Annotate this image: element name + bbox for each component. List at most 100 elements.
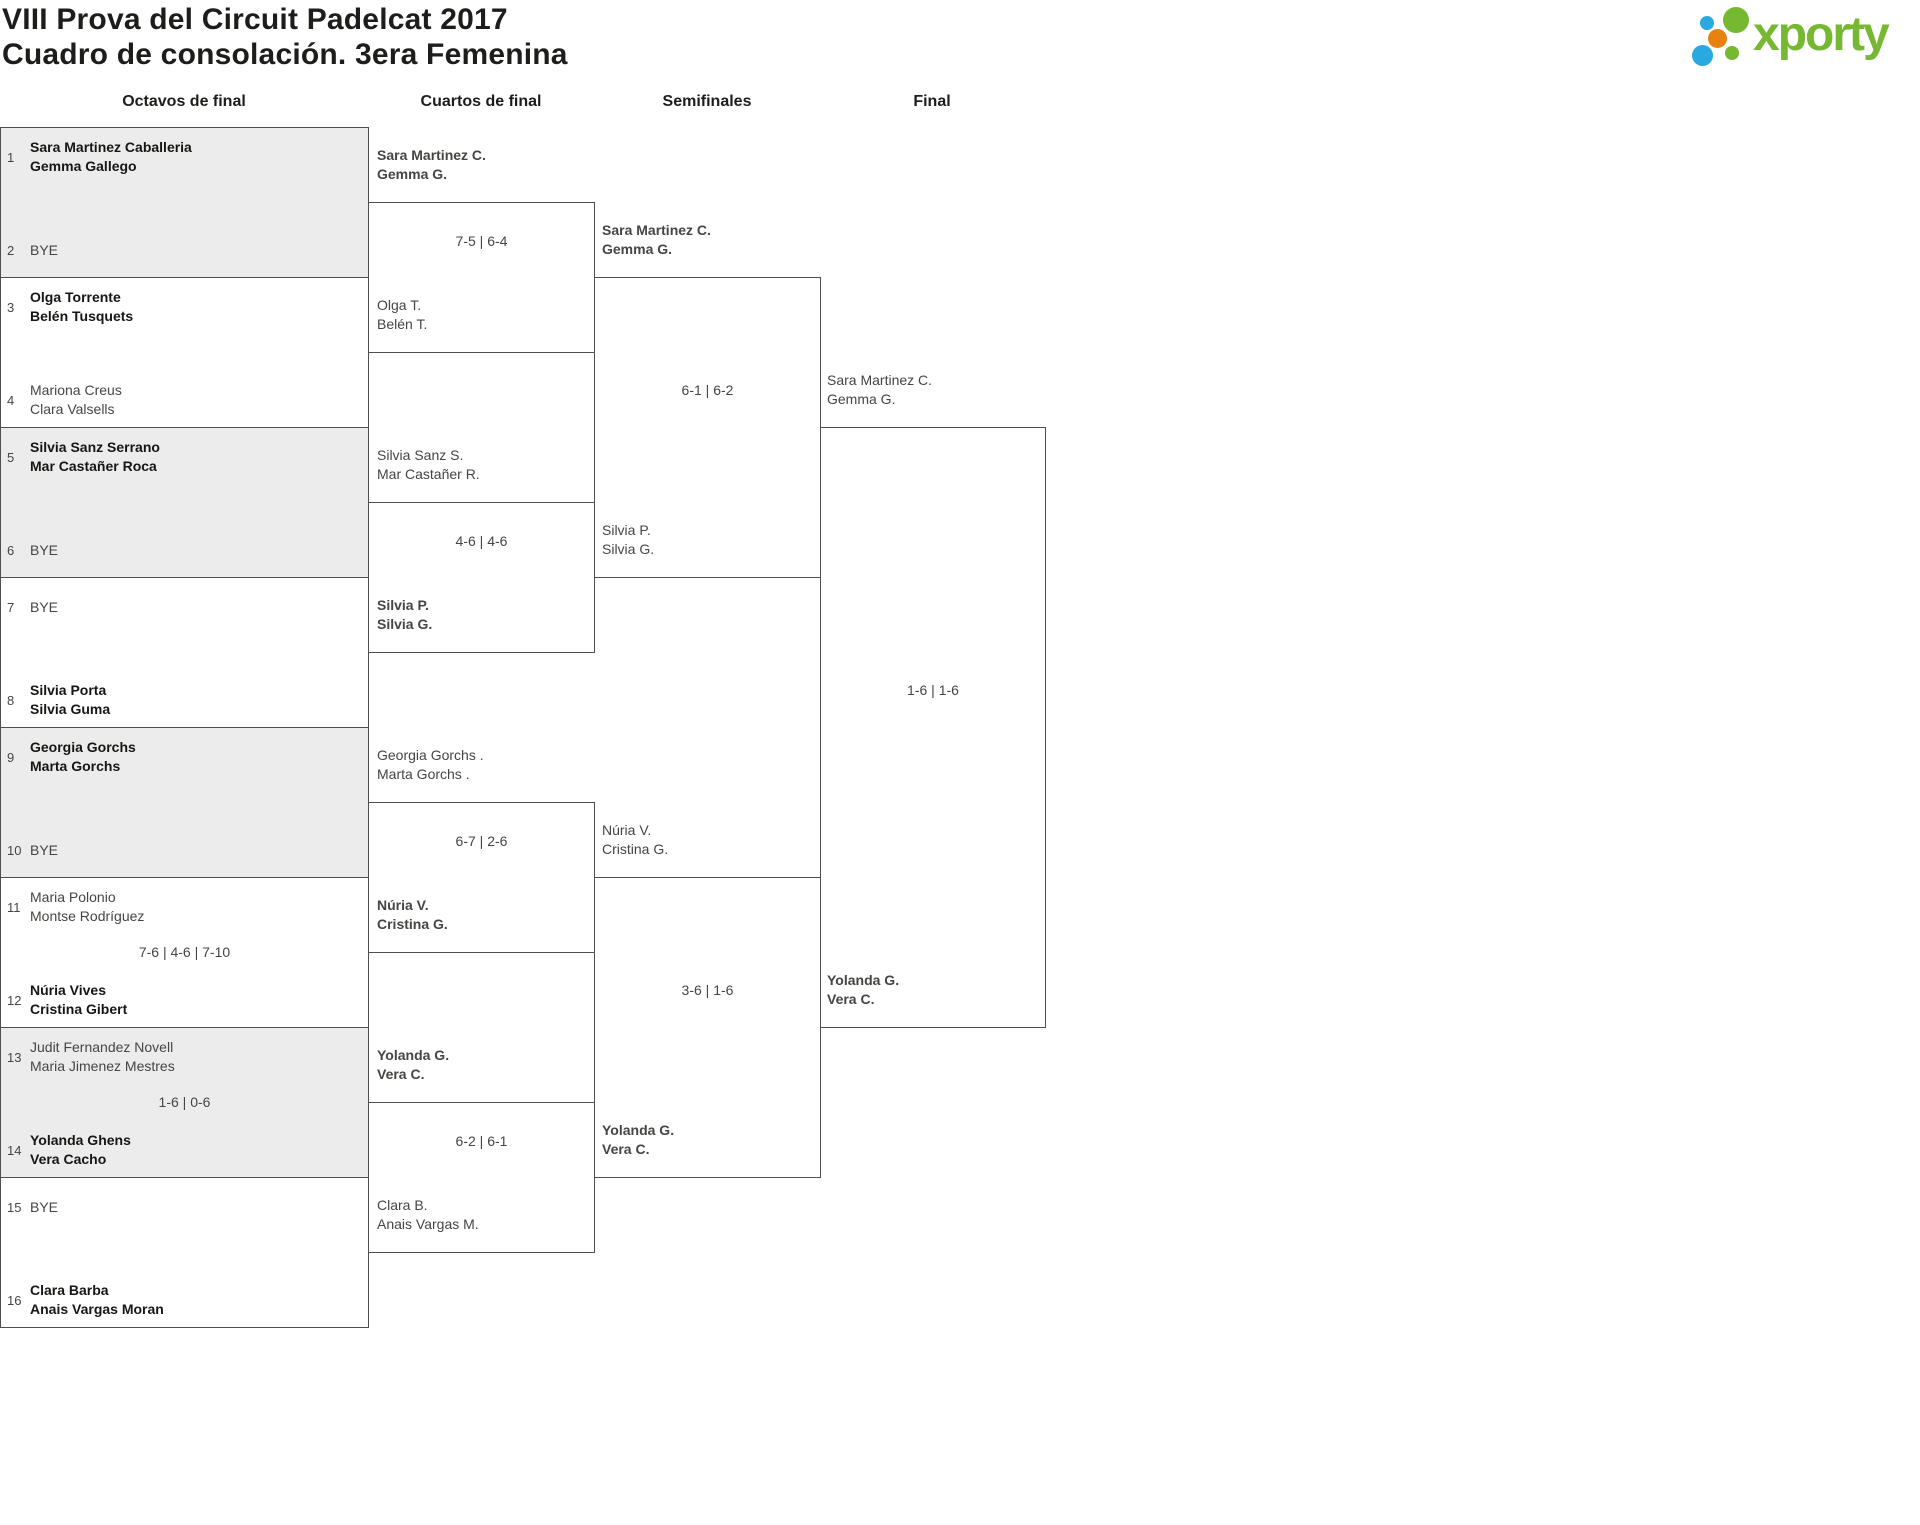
player-name: Georgia Gorchs: [30, 739, 136, 755]
player-name: Yolanda G.: [377, 1047, 450, 1063]
player-name: Sara Martinez Caballeria: [30, 139, 192, 155]
team-slot: 6 BYE: [7, 531, 359, 569]
octavos-match-7: 13 Judit Fernandez Novell Maria Jimenez …: [0, 1027, 369, 1177]
octavos-match-2: 3 Olga Torrente Belén Tusquets 4 Mariona…: [0, 277, 369, 427]
round-header-cuartos: Cuartos de final: [420, 93, 542, 110]
player-name: Vera C.: [827, 991, 875, 1007]
octavos-match-5: 9 Georgia Gorchs Marta Gorchs 10 BYE: [0, 727, 369, 877]
seed-number: 9: [7, 749, 15, 765]
match-score: 6-7 | 2-6: [455, 833, 508, 849]
seed-number: 4: [7, 392, 15, 408]
player-name: Belén T.: [377, 316, 428, 332]
seed-number: 5: [7, 449, 15, 465]
logo-wordmark: xporty: [1753, 8, 1890, 61]
player-name: Montse Rodríguez: [30, 908, 145, 924]
player-name: Silvia Sanz Serrano: [30, 439, 160, 455]
player-name: Cristina G.: [377, 916, 448, 932]
player-name: Núria V.: [377, 897, 429, 913]
match-score: 3-6 | 1-6: [681, 982, 734, 998]
player-name: Silvia Guma: [30, 701, 111, 717]
player-name: Vera C.: [602, 1141, 650, 1157]
player-name: Sara Martinez C.: [377, 147, 486, 163]
player-name: Marta Gorchs .: [377, 766, 470, 782]
match-score: 4-6 | 4-6: [455, 533, 508, 549]
cuartos-2-bottom-team: Silvia P. Silvia G.: [377, 596, 592, 634]
cuartos-2-top-team: Silvia Sanz S. Mar Castañer R.: [377, 446, 592, 484]
player-name: Mar Castañer R.: [377, 466, 480, 482]
cuartos-1-bottom-team: Olga T. Belén T.: [377, 296, 592, 334]
team-slot: 12 Núria Vives Cristina Gibert: [7, 981, 359, 1019]
octavos-match-8: 15 BYE 16 Clara Barba Anais Vargas Moran: [0, 1177, 369, 1328]
semifinal-2-top-team: Núria V. Cristina G.: [602, 821, 817, 859]
player-name: Vera C.: [377, 1066, 425, 1082]
team-slot: 5 Silvia Sanz Serrano Mar Castañer Roca: [7, 438, 359, 476]
player-name: Anais Vargas M.: [377, 1216, 479, 1232]
team-slot: 9 Georgia Gorchs Marta Gorchs: [7, 738, 359, 776]
team-slot: 15 BYE: [7, 1188, 359, 1226]
player-name: Núria Vives: [30, 982, 107, 998]
bracket-subtitle: Cuadro de consolación. 3era Femenina: [2, 38, 568, 71]
seed-number: 7: [7, 599, 15, 615]
player-name: BYE: [30, 241, 59, 258]
player-name: Judit Fernandez Novell: [30, 1039, 174, 1055]
seed-number: 8: [7, 692, 15, 708]
player-name: Gemma G.: [602, 241, 673, 257]
player-name: Silvia Porta: [30, 682, 107, 698]
cuartos-3-top-team: Georgia Gorchs . Marta Gorchs .: [377, 746, 592, 784]
player-name: Cristina Gibert: [30, 1001, 128, 1017]
player-name: Belén Tusquets: [30, 308, 134, 324]
player-name: Silvia P.: [602, 522, 651, 538]
tournament-title: VIII Prova del Circuit Padelcat 2017: [2, 3, 508, 36]
player-name: Clara Barba: [30, 1282, 109, 1298]
logo-dot-green-small-icon: [1725, 46, 1739, 60]
round-header-final: Final: [913, 93, 951, 110]
logo-dot-blue-large-icon: [1692, 45, 1713, 66]
match-score: 1-6 | 0-6: [158, 1094, 211, 1110]
logo-dot-blue-small-icon: [1700, 16, 1714, 30]
seed-number: 3: [7, 299, 15, 315]
player-name: BYE: [30, 1198, 59, 1215]
player-name: Sara Martinez C.: [602, 222, 711, 238]
player-name: Vera Cacho: [30, 1151, 107, 1167]
match-score: 1-6 | 1-6: [907, 682, 959, 698]
player-name: Olga Torrente: [30, 289, 121, 305]
team-slot: 14 Yolanda Ghens Vera Cacho: [7, 1131, 359, 1169]
octavos-match-4: 7 BYE 8 Silvia Porta Silvia Guma: [0, 577, 369, 727]
round-header-semifinales: Semifinales: [662, 93, 752, 110]
player-name: Mariona Creus: [30, 382, 122, 398]
player-name: Gemma G.: [827, 391, 896, 407]
match-score: 6-2 | 6-1: [455, 1133, 508, 1149]
player-name: Maria Polonio: [30, 889, 116, 905]
team-slot: 1 Sara Martinez Caballeria Gemma Gallego: [7, 138, 359, 176]
player-name: Clara B.: [377, 1197, 428, 1213]
team-slot: 7 BYE: [7, 588, 359, 626]
final-top-team: Sara Martinez C. Gemma G.: [827, 371, 1042, 409]
octavos-match-3: 5 Silvia Sanz Serrano Mar Castañer Roca …: [0, 427, 369, 577]
octavos-match-1: 1 Sara Martinez Caballeria Gemma Gallego…: [0, 127, 369, 277]
player-name: Silvia G.: [602, 541, 655, 557]
seed-number: 1: [7, 149, 15, 165]
seed-number: 2: [7, 242, 15, 258]
team-slot: 4 Mariona Creus Clara Valsells: [7, 381, 359, 419]
player-name: Sara Martinez C.: [827, 372, 933, 388]
match-score: 6-1 | 6-2: [681, 382, 734, 398]
logo-dot-orange-icon: [1708, 29, 1727, 48]
team-slot: 13 Judit Fernandez Novell Maria Jimenez …: [7, 1038, 359, 1076]
player-name: Georgia Gorchs .: [377, 747, 484, 763]
semifinal-2-bottom-team: Yolanda G. Vera C.: [602, 1121, 817, 1159]
octavos-match-6: 11 Maria Polonio Montse Rodríguez 7-6 | …: [0, 877, 369, 1027]
team-slot: 16 Clara Barba Anais Vargas Moran: [7, 1281, 359, 1319]
team-slot: 11 Maria Polonio Montse Rodríguez: [7, 888, 359, 926]
cuartos-4-bottom-team: Clara B. Anais Vargas M.: [377, 1196, 592, 1234]
seed-number: 14: [7, 1142, 22, 1158]
player-name: Gemma Gallego: [30, 158, 137, 174]
player-name: Marta Gorchs: [30, 758, 121, 774]
player-name: Maria Jimenez Mestres: [30, 1058, 175, 1074]
player-name: Núria V.: [602, 822, 652, 838]
cuartos-3-bottom-team: Núria V. Cristina G.: [377, 896, 592, 934]
semifinal-1-bottom-team: Silvia P. Silvia G.: [602, 521, 817, 559]
page-title: VIII Prova del Circuit Padelcat 2017 Cua…: [2, 2, 568, 72]
final-bottom-team: Yolanda G. Vera C.: [827, 971, 1042, 1009]
player-name: Clara Valsells: [30, 401, 115, 417]
